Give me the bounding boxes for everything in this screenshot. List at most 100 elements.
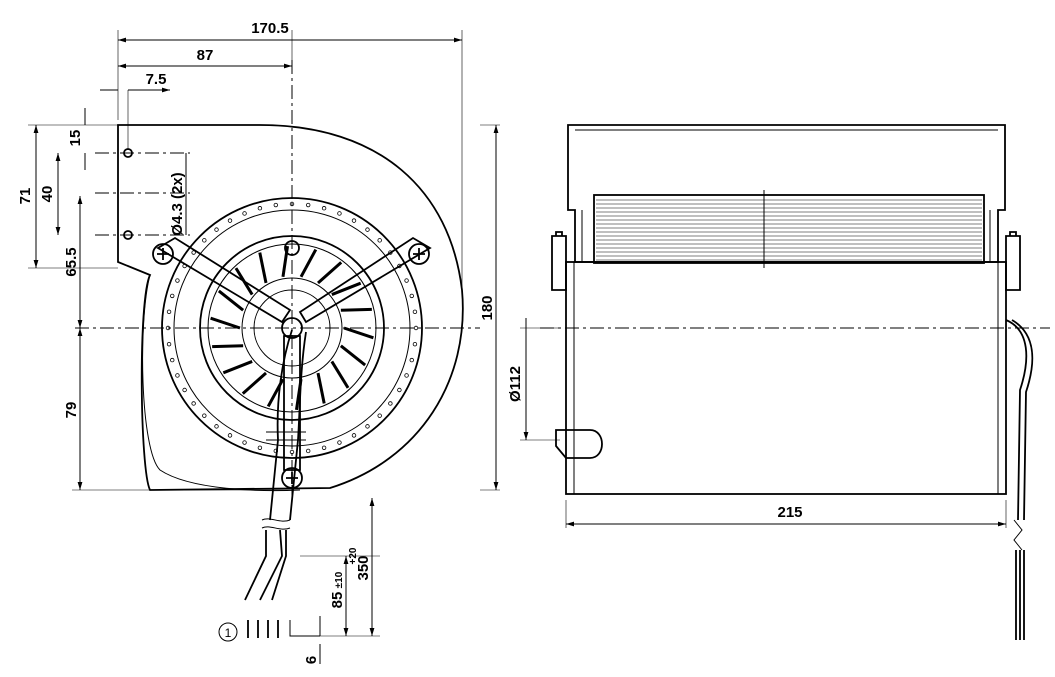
- impeller-blade: [210, 316, 241, 330]
- dim-diameter: Ø112: [507, 366, 524, 402]
- dim-strip-length: 85: [329, 592, 346, 609]
- ring-hole: [321, 206, 327, 211]
- ring-hole: [273, 202, 279, 208]
- ring-hole: [227, 433, 233, 438]
- impeller-blade: [317, 261, 343, 285]
- ring-hole: [377, 413, 382, 418]
- side-dimension-lines: [520, 318, 1007, 528]
- side-dimension-labels: 215 Ø112: [507, 366, 803, 521]
- impeller-blade: [330, 360, 350, 389]
- side-top-cover-detail: [575, 129, 998, 262]
- side-impeller: [593, 194, 985, 264]
- ring-hole: [166, 309, 172, 315]
- ring-hole: [257, 206, 263, 211]
- svg-text:1: 1: [225, 626, 232, 640]
- mount-arm-bottom: [283, 335, 301, 471]
- impeller-blade: [222, 360, 253, 375]
- side-wires: [1015, 550, 1025, 640]
- ring-hole: [202, 413, 207, 418]
- dim-hole-top: 15: [67, 130, 84, 147]
- ring-hole: [337, 211, 342, 216]
- ring-hole: [377, 238, 382, 243]
- ring-hole: [321, 445, 327, 450]
- impeller-blade: [339, 344, 367, 367]
- impeller-blade: [343, 326, 374, 340]
- wire-ends: [247, 620, 279, 638]
- ring-hole: [351, 218, 357, 223]
- ring-hole: [202, 238, 207, 243]
- mount-arm-left: [156, 236, 292, 324]
- side-top-cover: [567, 124, 1006, 263]
- ring-hole: [175, 278, 180, 283]
- dim-cable-length-tol: +20: [348, 547, 359, 564]
- ring-hole: [412, 341, 418, 347]
- mount-screw-right: [408, 243, 430, 265]
- ring-hole: [409, 357, 414, 363]
- ring-hole: [227, 218, 233, 223]
- side-body: [565, 261, 1007, 495]
- ring-hole: [365, 227, 370, 232]
- ring-hole: [337, 440, 342, 445]
- ring-holes: [165, 201, 419, 455]
- ring-hole: [365, 424, 370, 429]
- ring-hole: [166, 341, 172, 347]
- cable-break: [261, 518, 291, 530]
- ring-hole: [170, 293, 175, 299]
- ring-hole: [170, 357, 175, 363]
- ring-hole: [412, 309, 418, 315]
- side-cable-break: [1013, 519, 1023, 551]
- cable: [269, 329, 307, 521]
- impeller-blade: [241, 371, 267, 395]
- ring-hole: [214, 227, 219, 232]
- dim-hole-callout: Ø4.3 (2x): [169, 172, 186, 235]
- ring-hole: [409, 293, 414, 299]
- impeller-blade: [217, 289, 245, 312]
- ring-hole: [257, 445, 263, 450]
- callout-marker: 1: [218, 622, 238, 642]
- side-outlet-foot: [555, 429, 603, 459]
- dim-cable-length: 350: [355, 555, 372, 580]
- dim-mount-height: 71: [17, 188, 34, 205]
- side-impeller-blades: [596, 199, 982, 261]
- ring-hole: [305, 202, 311, 208]
- side-view: [540, 124, 1050, 640]
- ring-hole: [388, 401, 393, 406]
- ring-hole: [404, 373, 409, 378]
- hole-centerlines: [95, 152, 190, 236]
- scroll-housing: [117, 124, 464, 491]
- ring-hole: [305, 448, 311, 454]
- front-dimension-labels: 170.5 87 7.5 15 40 71 65.5 79 180 Ø4.3 (…: [17, 20, 496, 664]
- dim-axis-from-hole: 65.5: [63, 247, 80, 276]
- ring-hole: [175, 373, 180, 378]
- dim-strip-length-tol: ±10: [334, 571, 345, 588]
- dim-hole-spacing: 40: [39, 186, 56, 203]
- dim-hole-offset: 7.5: [146, 71, 167, 88]
- mount-arm-right: [298, 236, 432, 324]
- dim-overall-width: 170.5: [251, 20, 289, 37]
- ring-hole: [214, 424, 219, 429]
- ring-hole: [242, 440, 247, 445]
- mount-screw-left: [152, 243, 174, 265]
- ring-hole: [413, 325, 419, 331]
- impeller-blade: [331, 281, 362, 296]
- dim-depth: 215: [777, 504, 802, 521]
- front-dimension-lines: [28, 30, 500, 664]
- impeller-blade: [316, 372, 326, 404]
- side-flange-right: [1005, 231, 1021, 291]
- cable-clamp: [266, 431, 306, 441]
- side-cable: [1005, 319, 1034, 521]
- impeller-blade: [340, 307, 372, 312]
- side-flange-left: [551, 231, 567, 291]
- front-view: [75, 60, 480, 638]
- ring-hole: [191, 401, 196, 406]
- ring-hole: [404, 278, 409, 283]
- ring-hole: [351, 433, 357, 438]
- dim-overall-height: 180: [479, 295, 496, 320]
- impeller-blade: [212, 344, 244, 349]
- impeller-blade: [299, 248, 318, 278]
- ring-hole: [182, 387, 187, 393]
- dim-wire-end: 6: [303, 656, 320, 664]
- impeller-blade: [258, 252, 268, 284]
- dim-center-offset: 87: [197, 47, 214, 64]
